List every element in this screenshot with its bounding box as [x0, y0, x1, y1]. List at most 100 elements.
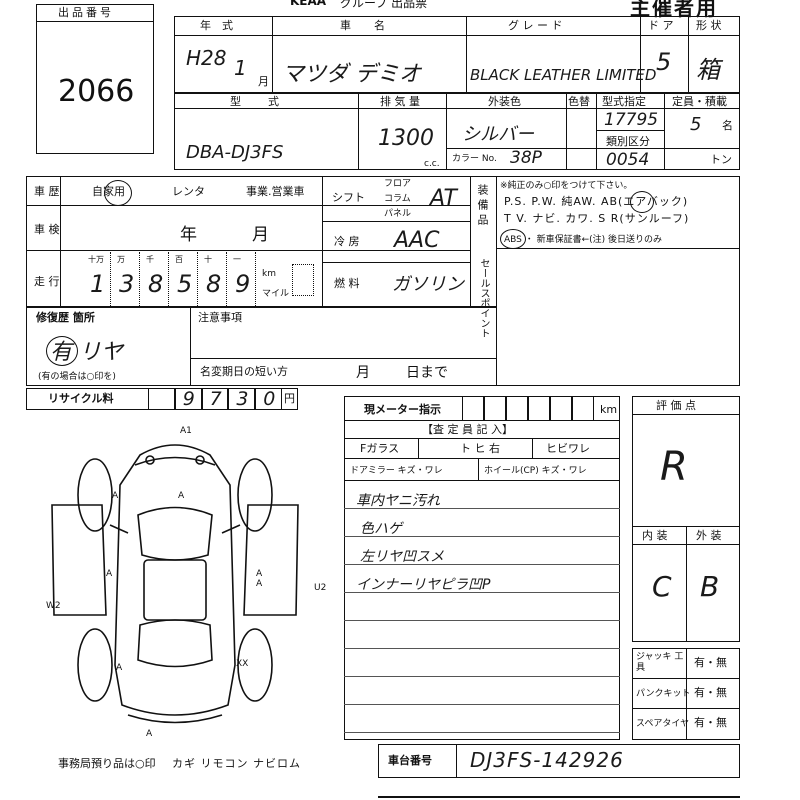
note-rule-line — [344, 508, 620, 509]
meter-cell[interactable] — [506, 396, 528, 420]
inspector-label: 【査 定 員 記 入】 — [422, 423, 513, 436]
meter-cell[interactable] — [572, 396, 594, 420]
notes-label: 注意事項 — [198, 311, 242, 324]
chassis-label: 車台番号 — [388, 754, 432, 767]
note-rule-line — [344, 704, 620, 705]
shift-label: シフト — [332, 191, 365, 204]
private-use-circle — [104, 180, 132, 206]
diagram-mark-9: XX — [236, 659, 249, 669]
inspection-year: 年 — [180, 225, 197, 245]
mileage-unit-label: 十 — [204, 255, 212, 264]
spare-label: スペアタイヤ — [636, 719, 690, 729]
inspection-note-3: 左リヤ凹スメ — [360, 549, 444, 565]
form-title: グループ 出品票 — [340, 0, 428, 10]
chassis-value: DJ3FS-142926 — [470, 748, 624, 772]
shift-column: コラム — [384, 194, 411, 204]
diagram-mark-4: A — [106, 569, 113, 579]
diagram-mark-1: A1 — [180, 426, 192, 436]
mirror-label: ドアミラー キズ・ワレ — [350, 466, 443, 476]
grading-score: R — [660, 444, 688, 490]
recycle-cell: 0 — [255, 388, 282, 410]
meter-cell[interactable] — [484, 396, 506, 420]
equipment-note: ※純正のみ○印をつけて下さい。 — [500, 181, 633, 191]
color-no-value: 38P — [510, 148, 542, 168]
note-rule-line — [344, 592, 620, 593]
type-label: 型 式 — [230, 95, 287, 108]
note-rule-line — [344, 620, 620, 621]
model-spec-label: 型式指定 — [602, 95, 646, 108]
inspection-month: 月 — [252, 225, 269, 245]
mileage-unit-label: 一 — [233, 255, 241, 264]
meter-digits — [462, 396, 598, 420]
interior-label: 内 装 — [642, 529, 668, 542]
abs-circle — [500, 229, 526, 249]
tonnage-unit: トン — [710, 153, 732, 166]
mileage-label: 走 行 — [34, 275, 60, 288]
jack-yes-no[interactable]: 有・無 — [694, 656, 727, 669]
year-label: 年 式 — [200, 19, 233, 32]
diagram-mark-6: A — [256, 579, 263, 589]
sales-point-label: セールスポイント — [478, 258, 489, 338]
spare-yes-no[interactable]: 有・無 — [694, 716, 727, 729]
month-value: 1 — [234, 56, 247, 80]
note-rule-line — [344, 564, 620, 565]
equipment-side-label: 装備品 — [476, 184, 489, 229]
puncture-yes-no[interactable]: 有・無 — [694, 686, 727, 699]
history-option-rental[interactable]: レンタ — [172, 185, 205, 198]
exterior-color-value: シルバー — [462, 124, 534, 145]
capacity-label: 定員・積載 — [672, 95, 727, 108]
ac-label: 冷 房 — [334, 235, 360, 248]
class-value: 0054 — [606, 150, 650, 170]
note-rule-line — [344, 648, 620, 649]
mileage-unit-label: 十万 — [88, 255, 104, 264]
displacement-label: 排 気 量 — [380, 95, 420, 108]
mileage-digit: 9 — [235, 270, 251, 298]
name-label: 車 名 — [340, 19, 391, 32]
recycle-cell: 3 — [228, 388, 256, 410]
shape-value: 箱 — [696, 56, 720, 84]
history-label: 車 歴 — [34, 185, 60, 198]
meter-cell[interactable] — [462, 396, 484, 420]
color-no-label: カラー No. — [452, 154, 497, 164]
repair-label: 修復歴 箇所 — [36, 311, 95, 324]
meter-cell[interactable] — [528, 396, 550, 420]
doors-label: ド ア — [648, 19, 674, 32]
color-change-label: 色替 — [568, 95, 590, 108]
mileage-km-unit: km — [262, 269, 276, 279]
note-rule-line — [344, 676, 620, 677]
equipment-row-3: ABS ・ 新車保証書←(注) 後日送りのみ — [504, 235, 663, 245]
office-items: カギ リモコン ナビロム — [172, 757, 301, 770]
mileage-digit: 5 — [177, 270, 193, 298]
mileage-digit: 8 — [206, 270, 222, 298]
recycle-cell — [148, 388, 175, 410]
car-damage-diagram — [51, 444, 299, 724]
recycle-digit: 9 — [182, 388, 195, 410]
recycle-label: リサイクル料 — [48, 392, 114, 405]
short-period-month: 月 — [356, 365, 370, 381]
month-unit: 月 — [258, 75, 269, 88]
glass-label: Fガラス — [360, 442, 400, 455]
diagram-mark-8: A — [116, 663, 123, 673]
shift-value: AT — [430, 186, 457, 211]
mileage-unit-label: 百 — [175, 255, 183, 264]
diagram-mark-11: U2 — [314, 583, 327, 593]
equipment-row-1: P.S. P.W. 純AW. AB(エアバック) — [504, 195, 689, 208]
class-label: 類別区分 — [606, 135, 650, 148]
interior-value: C — [652, 570, 672, 603]
lot-number-label: 出品番号 — [58, 6, 114, 19]
inspection-note-1: 車内ヤニ汚れ — [356, 493, 440, 509]
lot-number-box — [36, 4, 154, 154]
history-option-business[interactable]: 事業.営業車 — [246, 185, 305, 198]
fuel-value: ガソリン — [392, 274, 464, 295]
shape-label: 形 状 — [696, 19, 722, 32]
organizer-label: 主催者用 — [630, 0, 718, 20]
puncture-label: パンクキット — [636, 689, 691, 699]
meter-cell[interactable] — [550, 396, 572, 420]
doors-value: 5 — [656, 48, 672, 76]
mile-checkbox[interactable] — [292, 264, 314, 296]
